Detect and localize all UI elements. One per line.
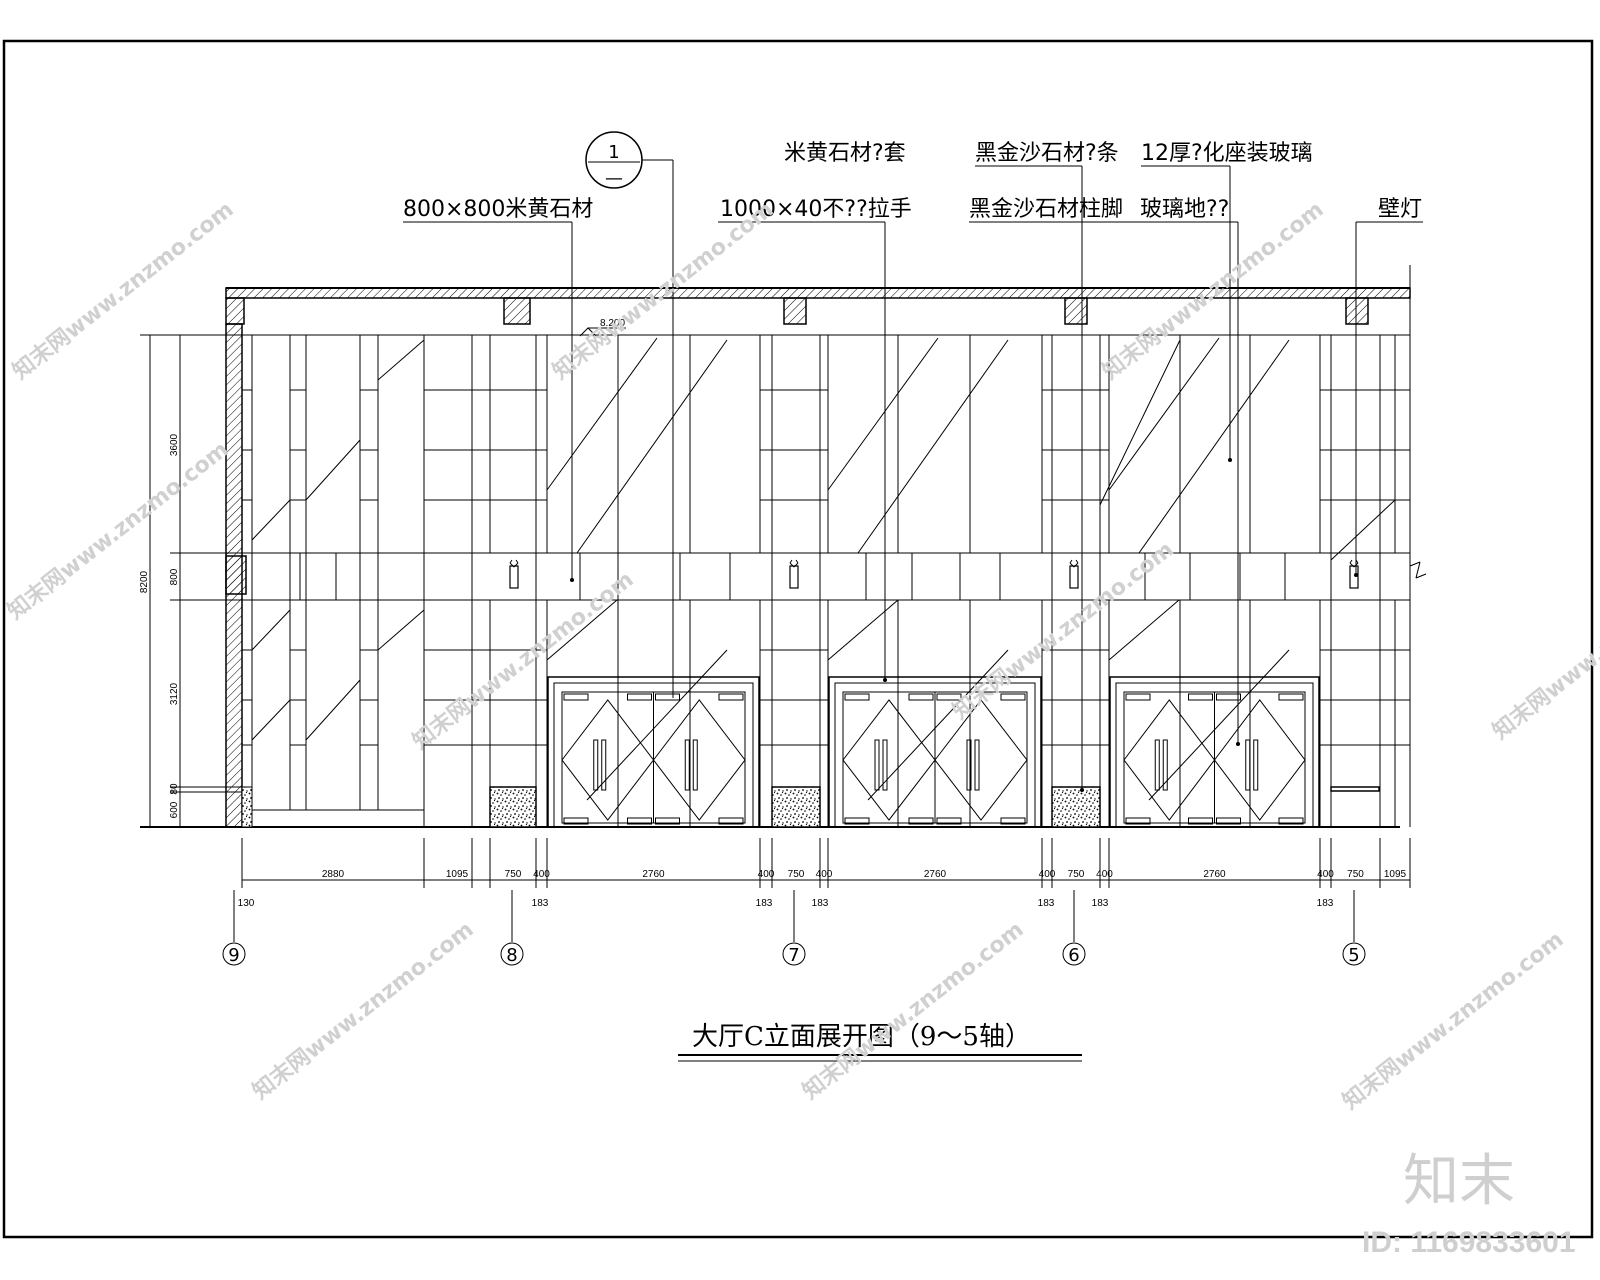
vdim-8200: 8200 xyxy=(139,570,150,593)
vdim-3120: 3120 xyxy=(169,682,180,705)
watermark-text: 知末网www.znzmo.com xyxy=(248,916,479,1104)
axis-bubble-label: 8 xyxy=(506,945,517,966)
hdim-label: 400 xyxy=(758,869,775,880)
hdim-label: 2760 xyxy=(1203,869,1226,880)
offset-dim-label: 183 xyxy=(532,898,549,909)
hdim-label: 750 xyxy=(1068,869,1085,880)
offset-dim-label: 130 xyxy=(238,898,255,909)
section-symbol-top: 1 xyxy=(608,142,619,163)
label-tempered-glass: 12厚?化座装玻璃 xyxy=(1141,141,1313,166)
hdim-label: 1095 xyxy=(446,869,469,880)
level-mark: 8.200 xyxy=(579,318,626,337)
label-wall-lamp: 壁灯 xyxy=(1378,197,1422,222)
hdim-label: 400 xyxy=(816,869,833,880)
offset-dim-label: 183 xyxy=(812,898,829,909)
label-black-stone-strip: 黑金沙石材?条 xyxy=(975,141,1119,166)
vdim-80: 80 xyxy=(169,783,180,795)
elevation-geometry xyxy=(140,265,1427,828)
annotation-labels: 800×800米黄石材 1000×40不??拉手 米黄石材?套 黑金沙石材?条 … xyxy=(403,141,1423,792)
hdim-label: 750 xyxy=(788,869,805,880)
drawing-title-text: 大厅C立面展开图（9～5轴） xyxy=(692,1022,1031,1052)
label-beige-stone-800: 800×800米黄石材 xyxy=(403,197,593,222)
vdim-800: 800 xyxy=(169,568,180,585)
vertical-dimensions: 3600 800 3120 80 600 8200 xyxy=(139,334,242,828)
offset-dim-label: 183 xyxy=(1317,898,1334,909)
watermark-text: 知末网www.znzmo.com xyxy=(1338,926,1569,1114)
hdim-label: 2760 xyxy=(924,869,947,880)
hdim-label: 400 xyxy=(1317,869,1334,880)
watermark-id: ID: 1169833601 xyxy=(1362,1226,1576,1259)
section-symbol: 1 — xyxy=(585,131,674,698)
watermark-text: 知末网www.znzmo.com xyxy=(8,196,239,384)
offset-dim-label: 183 xyxy=(1092,898,1109,909)
watermark-text: 知末网www.znzmo.com xyxy=(1488,556,1600,744)
watermark-text: 知末网www.znzmo.com xyxy=(408,566,639,754)
hdim-label: 400 xyxy=(533,869,550,880)
hdim-label: 1095 xyxy=(1384,869,1407,880)
section-symbol-bottom: — xyxy=(605,168,623,189)
watermark-text: 知末网www.znzmo.com xyxy=(798,916,1029,1104)
label-glass-spring: 玻璃地?? xyxy=(1140,197,1229,222)
level-mark-value: 8.200 xyxy=(600,318,625,329)
watermark-logo: 知末 xyxy=(1403,1149,1515,1214)
vdim-600: 600 xyxy=(169,801,180,818)
hdim-label: 750 xyxy=(505,869,522,880)
drawing-title: 大厅C立面展开图（9～5轴） xyxy=(678,1022,1082,1062)
vdim-3600: 3600 xyxy=(169,433,180,456)
offset-dimensions: 130 183 183 183 183 183 183 xyxy=(238,898,1334,909)
offset-dim-label: 183 xyxy=(1038,898,1055,909)
hdim-label: 400 xyxy=(1039,869,1056,880)
axis-bubble-label: 5 xyxy=(1348,945,1359,966)
offset-dim-label: 183 xyxy=(756,898,773,909)
axis-bubble-label: 6 xyxy=(1068,945,1079,966)
hdim-label: 2760 xyxy=(642,869,665,880)
hdim-label: 400 xyxy=(1096,869,1113,880)
axis-bubble-label: 7 xyxy=(788,945,799,966)
label-steel-handle: 1000×40不??拉手 xyxy=(720,197,912,222)
label-beige-stone-casing: 米黄石材?套 xyxy=(784,141,906,166)
watermark-text: 知末网www.znzmo.com xyxy=(3,436,234,624)
horizontal-dimensions: 2880 1095 750 400 2760 400 750 400 2760 400 750 400… xyxy=(241,838,1411,888)
axis-bubble-label: 9 xyxy=(228,945,239,966)
hdim-label: 2880 xyxy=(322,869,345,880)
axis-bubbles: 9 8 7 6 5 xyxy=(222,890,1366,966)
hdim-label: 750 xyxy=(1347,869,1364,880)
sheet-border xyxy=(2,39,1594,1239)
label-black-stone-base: 黑金沙石材柱脚 xyxy=(969,197,1123,222)
